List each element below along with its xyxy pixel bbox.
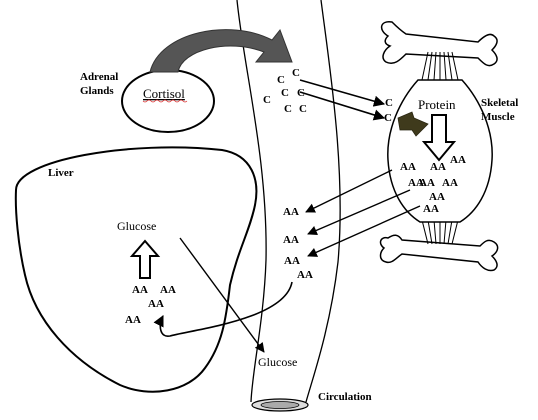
bone-bottom [379, 234, 499, 272]
muscle-amino-acid: AA [400, 161, 416, 173]
cortisol-label: Cortisol [143, 86, 185, 101]
aa-release-arrow-2 [307, 189, 411, 236]
tendon-top [421, 51, 459, 81]
cortisol-molecule: C [263, 94, 271, 106]
liver-amino-acid: AA [148, 298, 164, 310]
adrenal-glands-label-2: Glands [80, 85, 114, 97]
adrenal-gland [121, 69, 215, 133]
skeletal-muscle-label-1: Skeletal [481, 97, 518, 109]
aa-uptake-arrow [153, 281, 293, 337]
bone-top [380, 21, 498, 67]
spellcheck-underline [142, 99, 188, 103]
cortisol-molecule: C [277, 74, 285, 86]
cortisol-molecule: C [292, 67, 300, 79]
circulation-amino-acid: AA [284, 255, 300, 267]
circulation-label: Circulation [318, 391, 372, 403]
muscle-amino-acid: AA [429, 191, 445, 203]
circulation-amino-acid: AA [283, 206, 299, 218]
aa-release-arrow-1 [305, 169, 393, 213]
cortisol-to-muscle-arrow-2 [299, 91, 386, 121]
muscle-amino-acid: AA [423, 203, 439, 215]
aa-release-arrow-3 [307, 205, 421, 257]
protein-label: Protein [418, 97, 456, 112]
cortisol-molecule: C [284, 103, 292, 115]
liver-amino-acid: AA [125, 314, 141, 326]
cortisol-molecule: C [297, 87, 305, 99]
cortisol-release-arrow [149, 29, 293, 73]
glucose-release-arrow [179, 237, 265, 353]
liver-label: Liver [48, 167, 74, 179]
blood-vessel [236, 0, 341, 412]
muscle-cortisol-molecule: C [384, 112, 392, 124]
circulation-amino-acid: AA [283, 234, 299, 246]
muscle-amino-acid: AA [408, 177, 424, 189]
skeletal-muscle-label-2: Muscle [481, 111, 515, 123]
circulation-amino-acid: AA [297, 269, 313, 281]
glucose-circulation-label: Glucose [258, 355, 297, 369]
muscle-amino-acid: AA [450, 154, 466, 166]
cortisol-action-arrow [397, 111, 429, 137]
cortisol-molecule: C [281, 87, 289, 99]
liver-outline [14, 146, 258, 393]
cortisol-molecule: C [299, 103, 307, 115]
liver-amino-acid: AA [132, 284, 148, 296]
protein-breakdown-arrow [421, 114, 457, 162]
gluconeogenesis-arrow [129, 239, 161, 279]
adrenal-glands-label-1: Adrenal [80, 71, 118, 83]
cortisol-to-muscle-arrow-1 [299, 79, 386, 107]
muscle-amino-acid: AA [442, 177, 458, 189]
liver-amino-acid: AA [160, 284, 176, 296]
muscle-amino-acid: AA [419, 177, 435, 189]
glucose-liver-label: Glucose [117, 219, 156, 233]
muscle-cortisol-molecule: C [385, 97, 393, 109]
muscle-amino-acid: AA [430, 161, 446, 173]
tendon-bottom [421, 219, 459, 245]
